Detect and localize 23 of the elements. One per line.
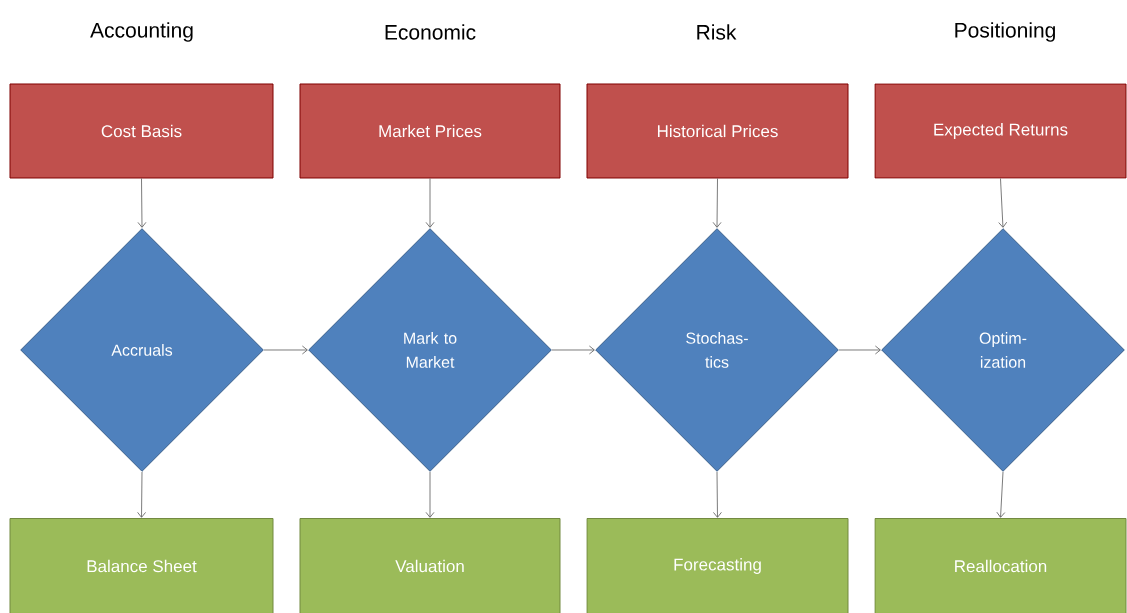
arrow [998,178,1008,228]
column-heading: Risk [697,24,737,40]
output-box: Reallocation [874,518,1127,613]
column-heading: Economic [385,24,476,40]
arrow [263,345,308,355]
arrow [996,471,1006,518]
output-box: Valuation [299,518,561,613]
arrow [712,178,722,228]
column-heading: Positioning [955,22,1055,42]
input-box: Cost Basis [9,83,274,179]
input-box: Historical Prices [586,83,849,179]
arrow [425,471,435,518]
output-box: Balance Sheet [9,518,274,613]
arrow [425,178,435,228]
arrow [713,471,722,518]
arrow [551,345,595,355]
arrow [137,178,147,228]
input-box: Expected Returns [874,83,1127,179]
input-box: Market Prices [299,83,561,179]
arrow [137,471,146,518]
arrow [838,345,881,355]
output-box: Forecasting [586,518,849,613]
column-heading: Accounting [90,22,193,42]
